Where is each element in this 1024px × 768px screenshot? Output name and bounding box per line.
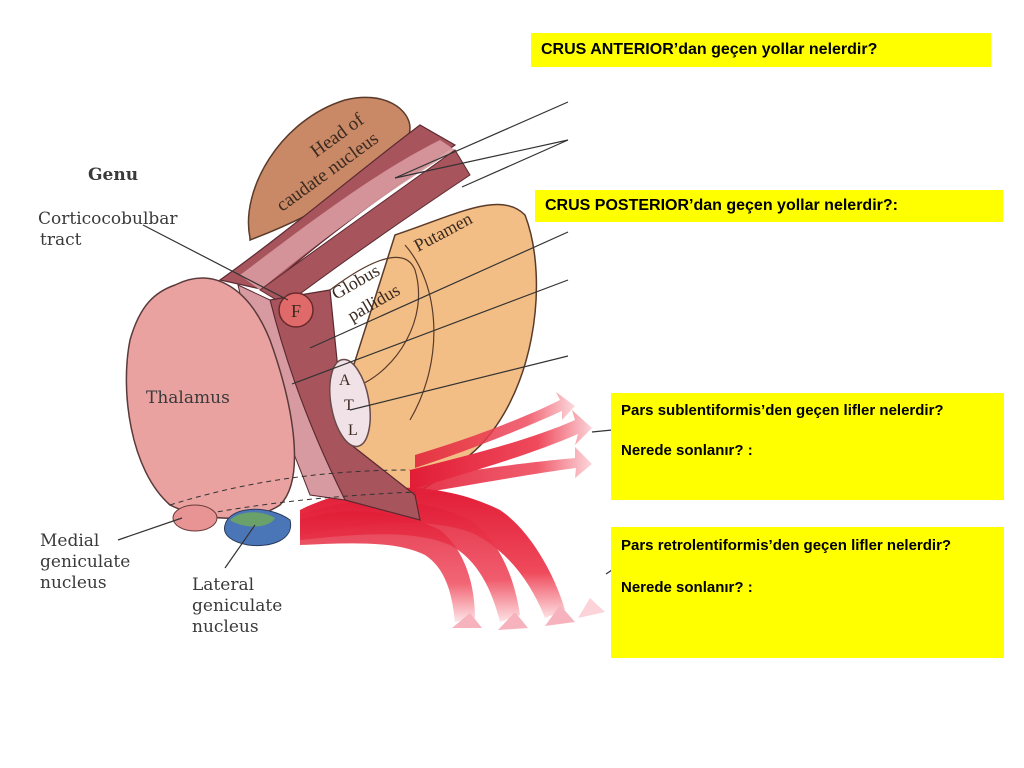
auditory-radiation bbox=[410, 392, 592, 495]
corticobulbar-label-1: Corticocobulbar bbox=[38, 209, 178, 229]
f-marker-circle bbox=[278, 292, 314, 328]
question-sublentiformis-where: Nerede sonlanır? : bbox=[621, 442, 753, 459]
question-sublentiformis: Pars sublentiformis’den geçen lifler nel… bbox=[611, 393, 1004, 500]
optic-radiation bbox=[300, 487, 605, 630]
lateral-geniculate-shape bbox=[223, 508, 292, 547]
lateral-geniculate-label-2: geniculate bbox=[192, 596, 282, 616]
medial-geniculate-label-1: Medial bbox=[40, 531, 99, 551]
atl-ellipse bbox=[329, 358, 371, 448]
atl-letter-l: L bbox=[348, 422, 358, 439]
question-retrolentiformis-where: Nerede sonlanır? : bbox=[621, 579, 753, 596]
atl-letter-t: T bbox=[344, 397, 354, 414]
question-crus-anterior-text: CRUS ANTERIOR’dan geçen yollar nelerdir? bbox=[541, 41, 878, 58]
medial-geniculate-shape bbox=[172, 504, 218, 532]
genu-label: Genu bbox=[88, 165, 138, 185]
globus-pallidus-boundary bbox=[329, 256, 420, 386]
atl-letter-a: A bbox=[339, 372, 351, 389]
leader-lines bbox=[117, 101, 613, 575]
medial-geniculate-label-2: geniculate bbox=[40, 552, 130, 572]
question-retrolentiformis: Pars retrolentiformis’den geçen lifler n… bbox=[611, 527, 1004, 658]
anterior-limb-light bbox=[240, 140, 455, 290]
medial-geniculate-label-3: nucleus bbox=[40, 573, 107, 593]
lateral-geniculate-label-3: nucleus bbox=[192, 617, 259, 637]
lateral-geniculate-label-1: Lateral bbox=[192, 575, 254, 595]
f-marker-text: F bbox=[291, 301, 301, 321]
corticobulbar-label-2: tract bbox=[40, 230, 82, 250]
thalamus-label: Thalamus bbox=[146, 388, 230, 408]
question-crus-posterior: CRUS POSTERIOR’dan geçen yollar nelerdir… bbox=[535, 190, 1003, 222]
question-crus-anterior: CRUS ANTERIOR’dan geçen yollar nelerdir? bbox=[531, 33, 991, 67]
question-retrolentiformis-text: Pars retrolentiformis’den geçen lifler n… bbox=[621, 537, 952, 554]
question-crus-posterior-text: CRUS POSTERIOR’dan geçen yollar nelerdir… bbox=[545, 197, 898, 214]
question-sublentiformis-text: Pars sublentiformis’den geçen lifler nel… bbox=[621, 402, 944, 419]
